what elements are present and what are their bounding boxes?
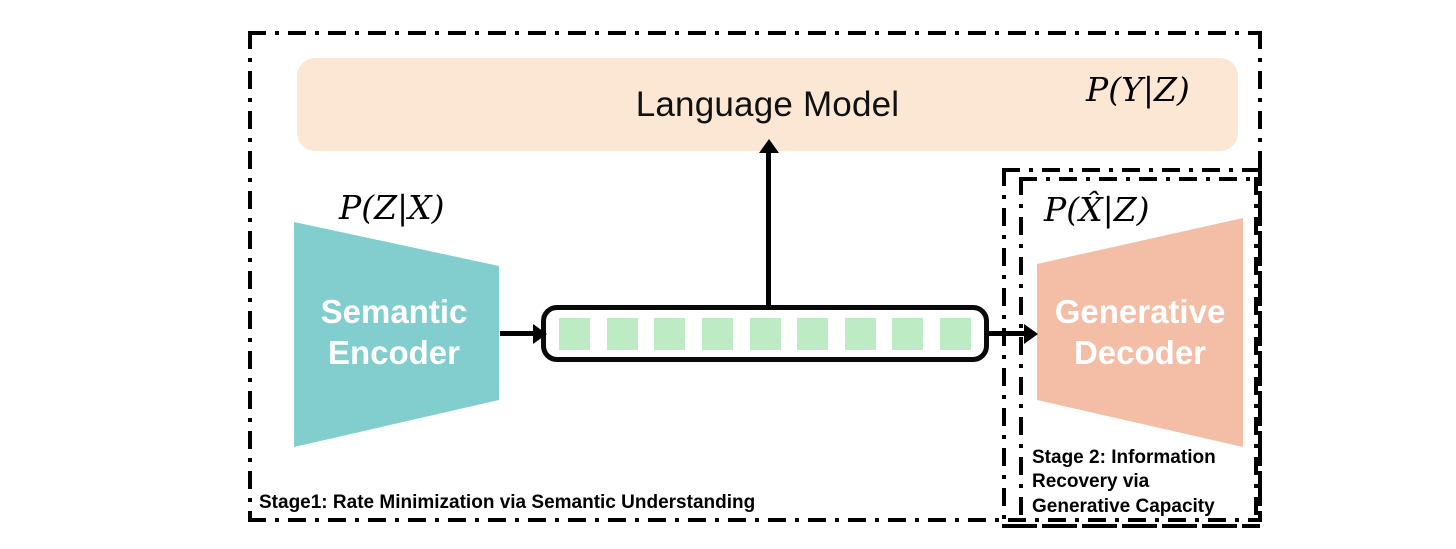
semantic-encoder-label-line2: Encoder <box>327 333 461 371</box>
annotation-p-y-given-z-text: P(Y|Z) <box>1086 70 1190 109</box>
latent-token <box>606 317 638 350</box>
arrow-latent-to-decoder <box>989 323 1038 344</box>
generative-decoder-label-line2: Decoder <box>1073 333 1207 371</box>
stage2-caption: Stage 2: Information Recovery via Genera… <box>1032 446 1247 519</box>
latent-token <box>797 317 829 350</box>
annotation-p-z-given-x: P(Z|X) <box>339 188 445 227</box>
latent-token <box>844 317 876 350</box>
stage2-caption-line2: Recovery via <box>1032 471 1150 493</box>
latent-token <box>892 317 924 350</box>
arrow-encoder-to-latent <box>500 323 547 344</box>
latent-token <box>940 317 971 350</box>
annotation-p-xhat-given-z-text: P(X̂|Z) <box>1044 190 1150 229</box>
arrow-latent-to-language-model <box>758 139 779 310</box>
language-model-label: Language Model <box>635 84 900 124</box>
semantic-encoder-label-line1: Semantic <box>320 293 468 331</box>
annotation-p-z-given-x-text: P(Z|X) <box>339 188 445 227</box>
semantic-encoder-label: Semantic Encoder <box>294 280 494 385</box>
latent-token-sequence <box>541 305 989 362</box>
stage1-caption: Stage1: Rate Minimization via Semantic U… <box>259 492 756 513</box>
semantic-encoder-shape <box>294 222 499 447</box>
latent-token <box>701 317 733 350</box>
annotation-p-y-given-z: P(Y|Z) <box>1086 70 1190 109</box>
latent-token <box>559 317 590 350</box>
stage2-caption-line1: Stage 2: Information <box>1032 447 1216 468</box>
annotation-p-xhat-given-z: P(X̂|Z) <box>1044 190 1150 229</box>
stage2-caption-line3: Generative Capacity <box>1032 495 1215 517</box>
generative-decoder-label-line1: Generative <box>1054 293 1226 331</box>
latent-token <box>654 317 686 350</box>
generative-decoder-shape <box>1037 218 1243 447</box>
language-model-block <box>297 58 1238 151</box>
latent-token <box>749 317 781 350</box>
generative-decoder-label: Generative Decoder <box>1040 280 1240 385</box>
